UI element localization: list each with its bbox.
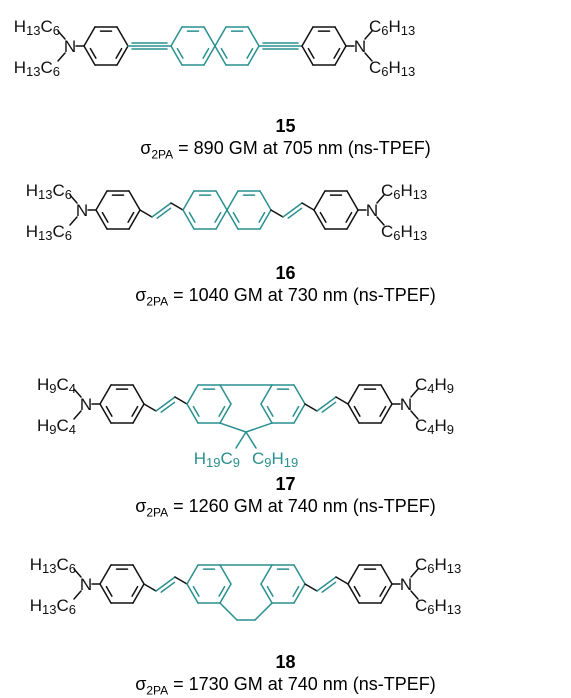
compound-16-cross-section: σ2PA = 1040 GM at 730 nm (ns-TPEF) [135, 285, 436, 309]
compound-18-alkene-left [143, 576, 188, 593]
compound-18-label: 18 [275, 652, 296, 672]
compound-18-cross-section: σ2PA = 1730 GM at 740 nm (ns-TPEF) [135, 674, 436, 698]
compound-18-donor-ring-left [99, 564, 145, 604]
compound-18-alkene-right [304, 576, 349, 593]
compound-17-cross-section: σ2PA = 1260 GM at 740 nm (ns-TPEF) [135, 496, 436, 520]
svg-text:N: N [76, 201, 88, 220]
svg-text:H13C6: H13C6 [30, 596, 76, 617]
svg-text:H13C6: H13C6 [14, 17, 60, 38]
compound-17-core-ring-b [260, 384, 306, 424]
svg-text:N: N [366, 201, 378, 220]
compound-16-core-ring-1 [182, 190, 228, 230]
svg-text:C4H9: C4H9 [415, 375, 454, 396]
svg-text:H13C6: H13C6 [26, 222, 72, 243]
compound-15-alkyne-left [127, 42, 172, 50]
compound-15-cross-section: σ2PA = 890 GM at 705 nm (ns-TPEF) [140, 138, 431, 162]
svg-text:C9H19: C9H19 [252, 449, 298, 470]
svg-text:H13C6: H13C6 [26, 181, 72, 202]
svg-text:N: N [80, 395, 92, 414]
compound-16-alkene-left [139, 202, 184, 219]
compound-17-core-bridge: H19C9 C9H19 [194, 384, 298, 470]
compound-16-donor-ring-left [95, 190, 141, 230]
svg-text:H13C6: H13C6 [14, 58, 60, 79]
compound-17-alkene-right [304, 396, 349, 413]
compound-18-core-bridge [219, 564, 273, 621]
compound-17-donor-ring-right [347, 384, 393, 424]
compound-15-donor-ring-right [301, 26, 347, 66]
svg-text:N: N [80, 575, 92, 594]
svg-text:C6H13: C6H13 [369, 17, 415, 38]
svg-text:C6H13: C6H13 [415, 596, 461, 617]
svg-text:H9C4: H9C4 [37, 416, 76, 437]
svg-text:H19C9: H19C9 [194, 449, 240, 470]
compound-17-alkene-left [143, 396, 188, 413]
compound-15-core-ring-2 [214, 26, 260, 66]
svg-text:N: N [400, 395, 412, 414]
compound-16-donor-ring-right [313, 190, 359, 230]
compound-15-donor-ring-left [83, 26, 129, 66]
svg-text:C6H13: C6H13 [415, 555, 461, 576]
compound-18-donor-ring-right [347, 564, 393, 604]
svg-text:N: N [354, 37, 366, 56]
compound-16-alkene-right [270, 202, 315, 219]
svg-text:N: N [400, 575, 412, 594]
compound-15-label: 15 [275, 116, 296, 136]
svg-text:C6H13: C6H13 [381, 222, 427, 243]
compound-17-core-ring-a [186, 384, 232, 424]
svg-text:C4H9: C4H9 [415, 416, 454, 437]
compound-16-core-ring-2 [226, 190, 272, 230]
compound-16-label: 16 [275, 263, 296, 283]
svg-text:C6H13: C6H13 [381, 181, 427, 202]
compound-17-donor-ring-left [99, 384, 145, 424]
compound-18-core-ring-b [260, 564, 306, 604]
svg-text:H9C4: H9C4 [37, 375, 76, 396]
svg-text:C6H13: C6H13 [369, 58, 415, 79]
compound-18-core-ring-a [186, 564, 232, 604]
compound-15-core-ring-1 [170, 26, 216, 66]
compound-15-alkyne-right [258, 42, 303, 50]
svg-text:N: N [64, 37, 76, 56]
compound-17-label: 17 [275, 474, 296, 494]
svg-text:H13C6: H13C6 [30, 555, 76, 576]
